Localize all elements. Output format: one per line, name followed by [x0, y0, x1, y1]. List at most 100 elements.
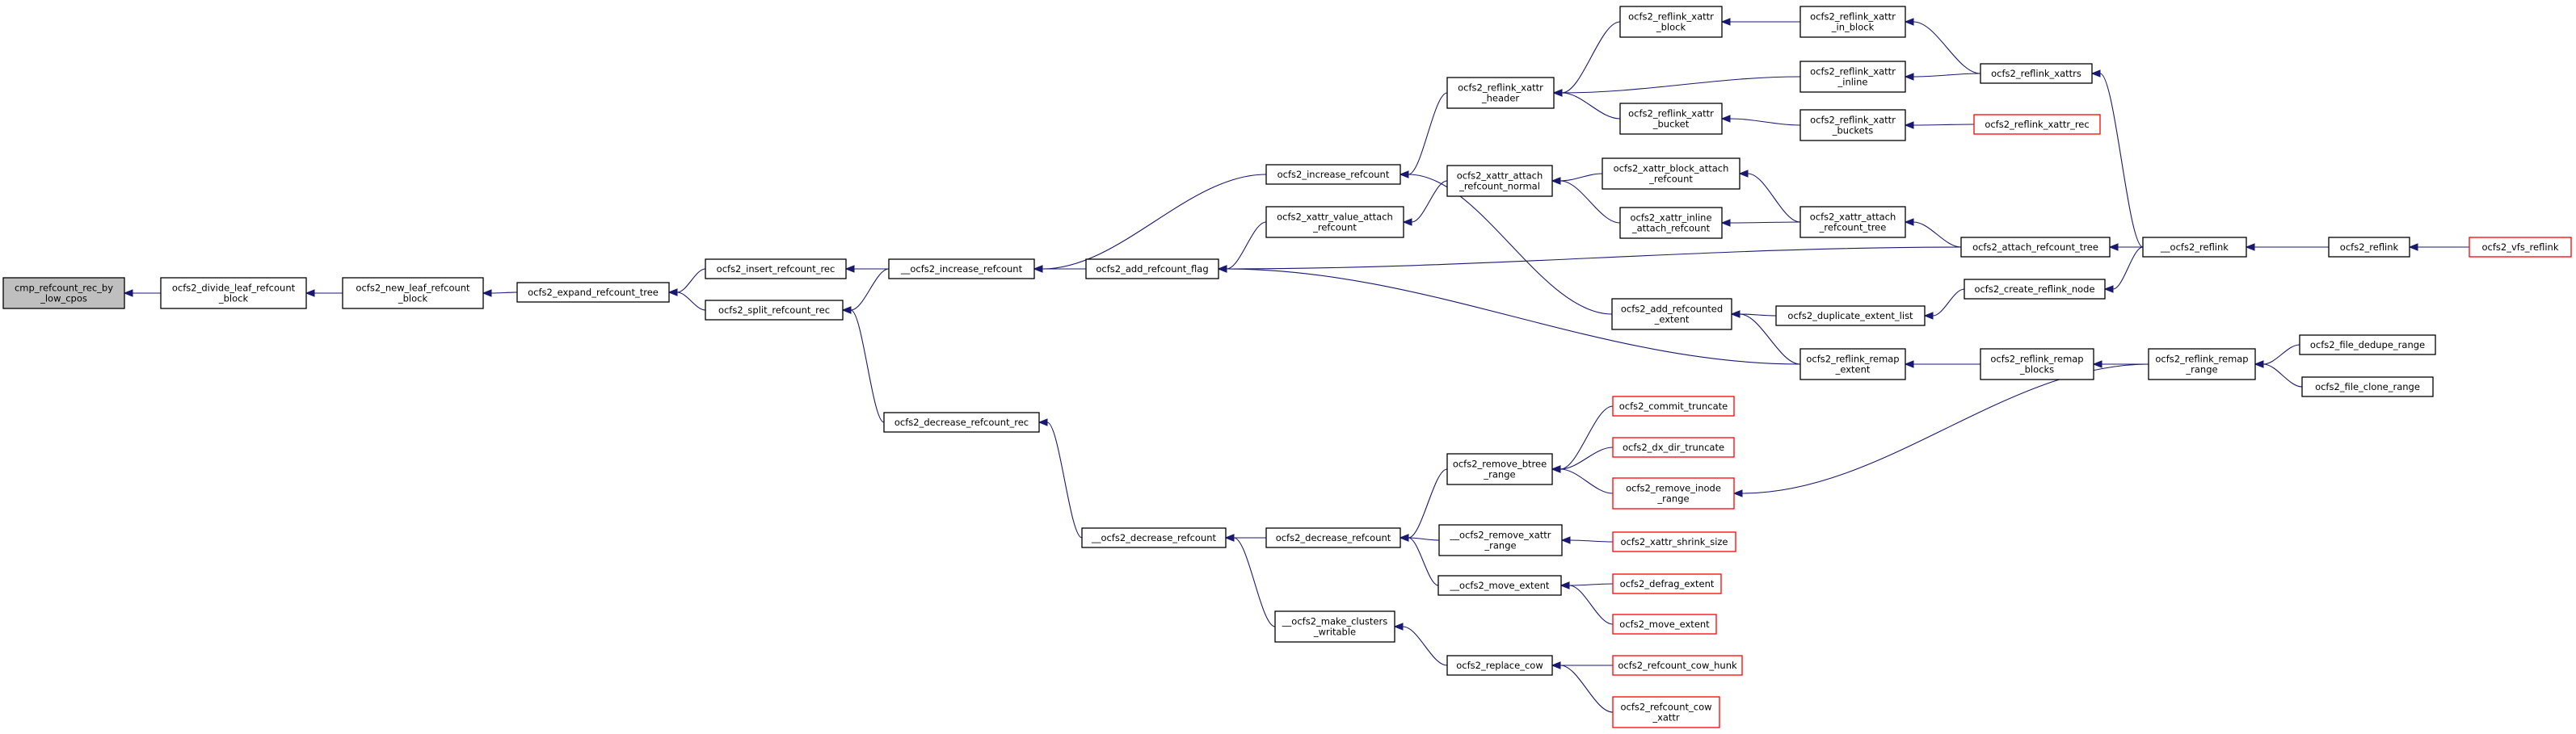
function-node[interactable]: ocfs2_reflink_xattr_buckets — [1799, 109, 1906, 141]
function-node[interactable]: ocfs2_vfs_reflink — [2469, 237, 2572, 258]
function-node[interactable]: ocfs2_remove_inode_range — [1612, 477, 1735, 510]
function-node[interactable]: ocfs2_defrag_extent — [1612, 573, 1722, 594]
function-node[interactable]: ocfs2_expand_refcount_tree — [516, 282, 670, 303]
function-node[interactable]: __ocfs2_reflink — [2142, 237, 2247, 258]
function-node[interactable]: ocfs2_xattr_attach_refcount_normal — [1446, 165, 1553, 197]
node-box[interactable] — [2148, 348, 2256, 380]
node-box[interactable] — [883, 412, 1040, 433]
node-box[interactable] — [2301, 376, 2434, 397]
node-box[interactable] — [1274, 610, 1395, 643]
node-box[interactable] — [1437, 575, 1562, 596]
function-node[interactable]: ocfs2_file_dedupe_range — [2299, 334, 2436, 355]
node-box[interactable] — [1612, 437, 1735, 458]
function-node[interactable]: ocfs2_xattr_value_attach_refcount — [1265, 206, 1404, 238]
node-box[interactable] — [2, 277, 125, 309]
function-node[interactable]: ocfs2_decrease_refcount_rec — [883, 412, 1040, 433]
node-box[interactable] — [2142, 237, 2247, 258]
function-node[interactable]: ocfs2_reflink_xattrs — [1980, 63, 2093, 84]
node-box[interactable] — [2299, 334, 2436, 355]
node-box[interactable] — [1612, 573, 1722, 594]
function-node[interactable]: ocfs2_reflink_xattr_bucket — [1619, 103, 1723, 135]
node-box[interactable] — [705, 300, 844, 321]
node-box[interactable] — [1446, 655, 1553, 676]
function-node[interactable]: ocfs2_xattr_attach_refcount_tree — [1799, 206, 1906, 238]
function-node[interactable]: ocfs2_add_refcounted_extent — [1611, 298, 1732, 330]
function-node[interactable]: ocfs2_reflink_remap_range — [2148, 348, 2256, 380]
function-node[interactable]: cmp_refcount_rec_by_low_cpos — [2, 277, 125, 309]
node-box[interactable] — [1611, 298, 1732, 330]
node-box[interactable] — [160, 277, 307, 309]
node-box[interactable] — [1612, 655, 1743, 676]
node-box[interactable] — [1446, 165, 1553, 197]
node-box[interactable] — [1265, 527, 1401, 548]
function-node[interactable]: ocfs2_reflink_xattr_block — [1619, 6, 1723, 38]
node-box[interactable] — [1081, 527, 1227, 548]
function-node[interactable]: ocfs2_new_leaf_refcount_block — [342, 277, 484, 309]
node-box[interactable] — [1446, 77, 1555, 109]
function-node[interactable]: ocfs2_duplicate_extent_list — [1775, 305, 1926, 326]
function-node[interactable]: ocfs2_xattr_block_attach_refcount — [1602, 157, 1740, 190]
function-node[interactable]: ocfs2_remove_btree_range — [1446, 453, 1553, 485]
node-box[interactable] — [1438, 524, 1563, 556]
function-node[interactable]: ocfs2_increase_refcount — [1265, 164, 1401, 185]
function-node[interactable]: ocfs2_divide_leaf_refcount_block — [160, 277, 307, 309]
function-node[interactable]: ocfs2_commit_truncate — [1612, 396, 1735, 417]
function-node[interactable]: ocfs2_create_reflink_node — [1964, 279, 2106, 300]
function-node[interactable]: __ocfs2_increase_refcount — [888, 258, 1035, 279]
function-node[interactable]: ocfs2_reflink_xattr_inline — [1799, 61, 1906, 93]
node-box[interactable] — [342, 277, 484, 309]
function-node[interactable]: ocfs2_refcount_cow_xattr — [1612, 696, 1720, 728]
function-node[interactable]: ocfs2_split_refcount_rec — [705, 300, 844, 321]
node-box[interactable] — [1085, 258, 1219, 279]
node-box[interactable] — [1612, 696, 1720, 728]
node-box[interactable] — [1799, 206, 1906, 238]
function-node[interactable]: ocfs2_add_refcount_flag — [1085, 258, 1219, 279]
function-node[interactable]: ocfs2_reflink_xattr_rec — [1973, 114, 2101, 135]
function-node[interactable]: __ocfs2_move_extent — [1437, 575, 1562, 596]
node-box[interactable] — [2328, 237, 2410, 258]
node-box[interactable] — [1960, 237, 2111, 258]
node-box[interactable] — [1973, 114, 2101, 135]
function-node[interactable]: __ocfs2_remove_xattr_range — [1438, 524, 1563, 556]
node-box[interactable] — [1619, 207, 1723, 239]
node-box[interactable] — [516, 282, 670, 303]
function-node[interactable]: ocfs2_reflink_xattr_in_block — [1799, 6, 1906, 38]
node-box[interactable] — [1446, 453, 1553, 485]
node-box[interactable] — [1612, 477, 1735, 510]
function-node[interactable]: ocfs2_file_clone_range — [2301, 376, 2434, 397]
function-node[interactable]: ocfs2_refcount_cow_hunk — [1612, 655, 1743, 676]
function-node[interactable]: ocfs2_reflink_remap_extent — [1799, 348, 1906, 380]
node-box[interactable] — [1799, 348, 1906, 380]
node-box[interactable] — [705, 258, 847, 279]
function-node[interactable]: __ocfs2_decrease_refcount — [1081, 527, 1227, 548]
function-node[interactable]: ocfs2_insert_refcount_rec — [705, 258, 847, 279]
node-box[interactable] — [1265, 164, 1401, 185]
node-box[interactable] — [1799, 109, 1906, 141]
function-node[interactable]: ocfs2_move_extent — [1612, 614, 1717, 635]
function-node[interactable]: ocfs2_decrease_refcount — [1265, 527, 1401, 548]
function-node[interactable]: ocfs2_xattr_shrink_size — [1612, 531, 1736, 552]
node-box[interactable] — [1980, 63, 2093, 84]
node-box[interactable] — [1602, 157, 1740, 190]
function-node[interactable]: ocfs2_reflink_xattr_header — [1446, 77, 1555, 109]
node-box[interactable] — [1612, 614, 1717, 635]
node-box[interactable] — [1775, 305, 1926, 326]
node-box[interactable] — [1612, 531, 1736, 552]
node-box[interactable] — [1619, 103, 1723, 135]
node-box[interactable] — [1619, 6, 1723, 38]
function-node[interactable]: ocfs2_replace_cow — [1446, 655, 1553, 676]
function-node[interactable]: __ocfs2_make_clusters_writable — [1274, 610, 1395, 643]
function-node[interactable]: ocfs2_reflink_remap_blocks — [1980, 348, 2094, 380]
node-box[interactable] — [1612, 396, 1735, 417]
node-box[interactable] — [888, 258, 1035, 279]
function-node[interactable]: ocfs2_dx_dir_truncate — [1612, 437, 1735, 458]
node-box[interactable] — [1799, 61, 1906, 93]
node-box[interactable] — [1799, 6, 1906, 38]
node-box[interactable] — [1964, 279, 2106, 300]
node-box[interactable] — [1265, 206, 1404, 238]
node-box[interactable] — [1980, 348, 2094, 380]
function-node[interactable]: ocfs2_attach_refcount_tree — [1960, 237, 2111, 258]
function-node[interactable]: ocfs2_reflink — [2328, 237, 2410, 258]
function-node[interactable]: ocfs2_xattr_inline_attach_refcount — [1619, 207, 1723, 239]
node-box[interactable] — [2469, 237, 2572, 258]
